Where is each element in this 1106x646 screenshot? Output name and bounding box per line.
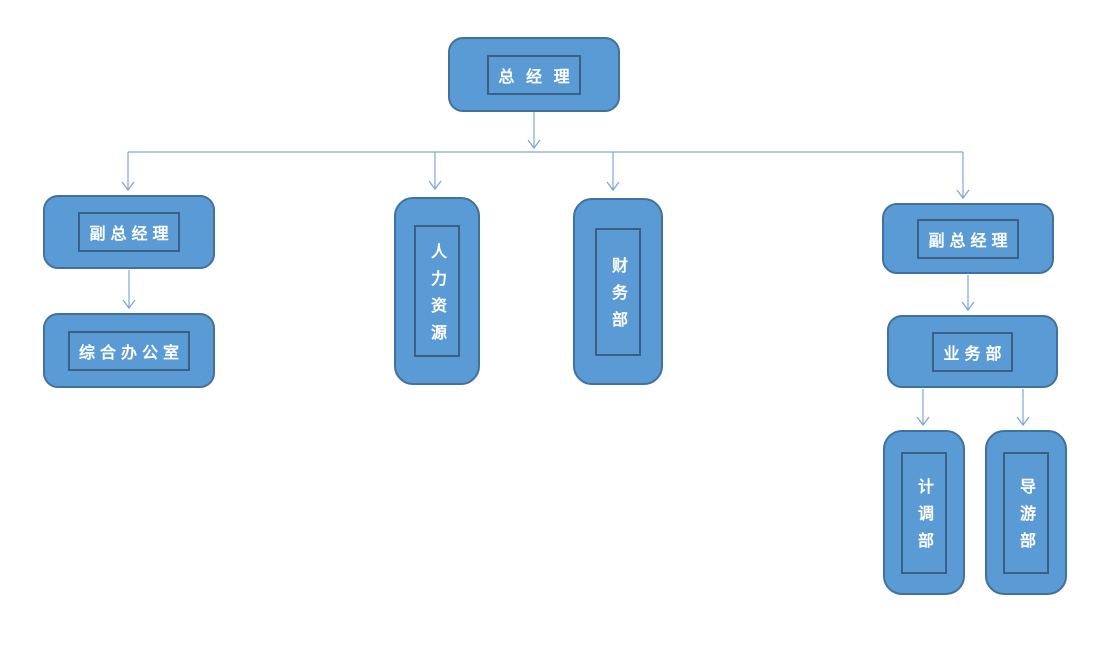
- org-node-general-manager[interactable]: 总 经 理: [448, 37, 620, 112]
- org-node-finance-dept[interactable]: 财务部: [573, 198, 663, 385]
- node-label: 副总经理: [89, 224, 174, 243]
- node-label: 导游部: [1017, 477, 1036, 559]
- node-inner-frame: 综合办公室: [67, 330, 190, 371]
- node-label: 业务部: [943, 343, 1007, 363]
- org-node-general-office[interactable]: 综合办公室: [43, 313, 215, 388]
- node-label: 副总经理: [928, 230, 1013, 250]
- org-node-human-resources[interactable]: 人力资源: [394, 197, 480, 385]
- node-label: 综合办公室: [78, 342, 184, 362]
- org-node-business-dept[interactable]: 业务部: [887, 315, 1058, 388]
- org-node-deputy-gm-left[interactable]: 副总经理: [43, 195, 215, 269]
- node-inner-frame: 人力资源: [414, 225, 460, 357]
- node-inner-frame: 财务部: [595, 227, 641, 356]
- node-inner-frame: 业务部: [932, 331, 1013, 372]
- org-node-deputy-gm-right[interactable]: 副总经理: [882, 203, 1054, 274]
- node-inner-frame: 总 经 理: [487, 54, 581, 95]
- node-label: 人力资源: [428, 242, 447, 351]
- node-inner-frame: 副总经理: [917, 218, 1019, 259]
- node-label: 计调部: [915, 477, 934, 559]
- org-node-tour-guide-dept[interactable]: 导游部: [985, 430, 1067, 595]
- node-label: 财务部: [609, 256, 628, 338]
- node-inner-frame: 计调部: [901, 451, 947, 574]
- node-label: 总 经 理: [498, 66, 573, 86]
- org-node-planning-dept[interactable]: 计调部: [883, 430, 965, 595]
- node-inner-frame: 导游部: [1003, 451, 1049, 574]
- node-inner-frame: 副总经理: [78, 212, 180, 252]
